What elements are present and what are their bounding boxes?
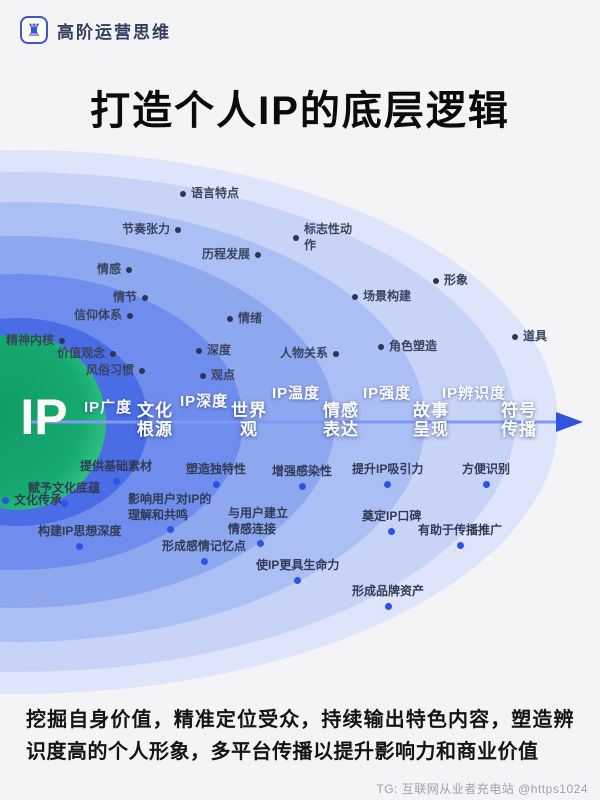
dot-icon: [333, 350, 340, 357]
benefit-label: 奠定IP口碑: [362, 509, 421, 535]
benefit-label: 赋予文化底蕴: [28, 481, 100, 507]
factor-label: 角色塑造: [378, 339, 437, 355]
dot-icon: [76, 542, 84, 550]
dot-icon: [196, 347, 202, 354]
benefit-label: 影响用户对IP的理解和共鸣: [128, 492, 212, 534]
factor-label: 节奏张力: [122, 222, 182, 238]
dot-icon: [378, 343, 384, 350]
benefit-label: 使IP更具生命力: [256, 558, 339, 584]
benefit-label: 有助于传播推广: [418, 523, 502, 549]
factor-label: 人物关系: [280, 346, 340, 362]
axis-label-ip-strength: IP强度: [363, 385, 412, 402]
factor-label: 标志性动作: [293, 222, 356, 253]
dot-icon: [512, 333, 518, 340]
node-symbol-spread: 符号传播: [501, 401, 537, 440]
dot-icon: [388, 527, 396, 535]
dot-icon: [294, 576, 302, 584]
dot-icon: [166, 526, 174, 534]
dot-icon: [200, 372, 206, 379]
benefit-label: 增强感染性: [272, 464, 332, 490]
factor-label: 历程发展: [202, 247, 262, 263]
page-title: 打造个人IP的底层逻辑: [90, 89, 510, 133]
dot-icon: [256, 540, 264, 548]
axis-arrowhead-icon: [556, 412, 583, 432]
factor-label: 情感: [97, 262, 133, 278]
factor-label: 深度: [196, 343, 231, 359]
factor-label: 风俗习惯: [86, 363, 146, 379]
axis-label-ip-depth: IP深度: [180, 393, 229, 410]
dot-icon: [180, 190, 186, 197]
factor-label: 价值观念: [57, 346, 117, 362]
benefit-label: 提供基础素材: [80, 459, 152, 485]
dot-icon: [139, 367, 146, 374]
factor-label: 情节: [113, 290, 149, 306]
dot-icon: [2, 497, 9, 505]
factor-label: 形象: [433, 273, 468, 289]
dot-icon: [456, 541, 464, 549]
dot-icon: [255, 251, 262, 258]
factor-label: 道具: [512, 329, 547, 345]
factor-label: 精神内核: [6, 333, 66, 349]
factor-label: 语言特点: [180, 186, 239, 202]
dot-icon: [200, 557, 208, 565]
center-ip-label: IP: [20, 389, 68, 445]
dot-icon: [293, 234, 299, 241]
dot-icon: [112, 477, 120, 485]
rook-logo-icon: ♜: [20, 16, 48, 44]
concentric-rings-diagram: [0, 150, 583, 694]
summary-text: 挖掘自身价值，精准定位受众，持续输出特色内容，塑造辨识度高的个人形象，多平台传播…: [26, 709, 574, 764]
benefit-label: 形成感情记忆点: [162, 539, 246, 565]
brand-name: 高阶运营思维: [57, 22, 171, 42]
benefit-label: 文化传承: [2, 493, 62, 509]
watermark-text: TG: 互联网从业者充电站 @https1024: [376, 782, 588, 796]
dot-icon: [298, 482, 306, 490]
dot-icon: [352, 293, 358, 300]
dot-icon: [384, 602, 392, 610]
dot-icon: [212, 480, 220, 488]
dot-icon: [60, 499, 68, 507]
dot-icon: [110, 350, 117, 357]
factor-label: 场景构建: [352, 289, 411, 305]
benefit-label: 方便识别: [462, 462, 510, 488]
dot-icon: [384, 480, 392, 488]
axis-label-ip-breadth: IP广度: [84, 399, 133, 416]
axis-label-ip-recognition: IP辨识度: [442, 385, 507, 402]
benefit-label: 与用户建立情感连接: [228, 506, 292, 548]
node-story-present: 故事呈现: [413, 401, 449, 440]
node-cultural-roots: 文化根源: [137, 401, 173, 440]
factor-label: 信仰体系: [74, 308, 134, 324]
node-emotion-express: 情感表达: [323, 401, 359, 440]
dot-icon: [142, 294, 149, 301]
benefit-label: 构建IP思想深度: [38, 524, 121, 550]
axis-label-ip-warmth: IP温度: [272, 385, 321, 402]
benefit-label: 提升IP吸引力: [352, 462, 423, 488]
dot-icon: [433, 277, 439, 284]
node-worldview: 世界观: [231, 401, 267, 440]
dot-icon: [482, 480, 490, 488]
dot-icon: [59, 337, 66, 344]
dot-icon: [126, 266, 133, 273]
factor-label: 观点: [200, 368, 235, 384]
dot-icon: [127, 312, 134, 319]
brand-header: ♜ 高阶运营思维: [20, 16, 171, 44]
dot-icon: [227, 315, 233, 322]
benefit-label: 塑造独特性: [186, 462, 246, 488]
benefit-label: 形成品牌资产: [352, 584, 424, 610]
factor-label: 情绪: [227, 311, 262, 327]
dot-icon: [175, 226, 182, 233]
